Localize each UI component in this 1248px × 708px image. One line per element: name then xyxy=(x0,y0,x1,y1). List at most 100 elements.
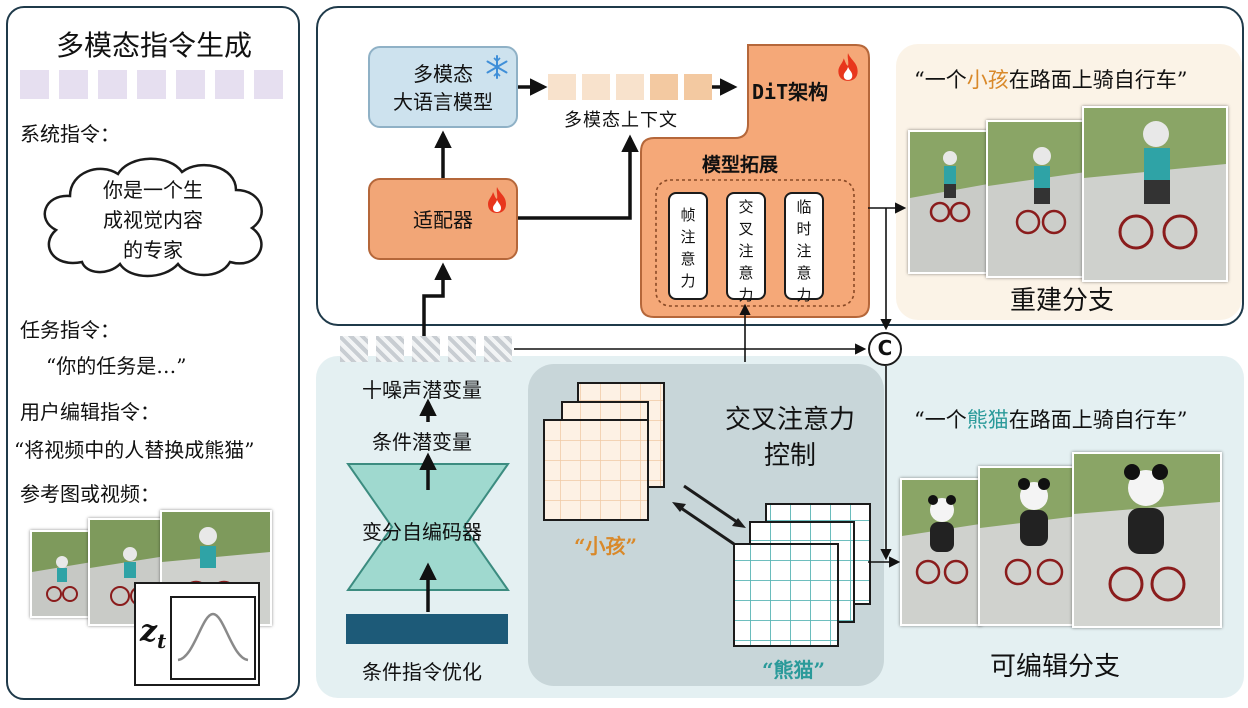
cross-title-line: 控制 xyxy=(763,441,816,471)
token xyxy=(20,70,49,99)
arrow-noise-to-adapter xyxy=(422,262,452,336)
cross-title-line: 交叉注意力 xyxy=(724,405,855,435)
task-instruction-quote: “你的任务是…” xyxy=(46,354,187,378)
attn-char: 注 xyxy=(680,228,696,246)
mllm-line: 多模态 xyxy=(413,62,473,86)
cloud-line: 的专家 xyxy=(123,238,183,262)
context-token xyxy=(650,74,678,100)
edit-caption-prefix: “一个 xyxy=(914,408,967,432)
temporal-attention-card: 临 时 注 意 力 xyxy=(784,192,824,304)
cond-bar xyxy=(346,614,508,644)
edit-caption-highlight: 熊猫 xyxy=(966,408,1009,432)
attn-char: 力 xyxy=(796,286,812,304)
panda-frame xyxy=(1072,452,1222,628)
recon-frame xyxy=(1082,106,1228,282)
token xyxy=(59,70,88,99)
user-instruction-label: 用户编辑指令： xyxy=(20,400,160,424)
panda-attention-maps xyxy=(733,503,871,647)
attn-card-text: 帧 注 意 力 xyxy=(670,204,706,292)
mllm-label: 多模态 大语言模型 xyxy=(370,60,516,116)
attn-char: 意 xyxy=(796,264,812,282)
edit-branch-label: 可编辑分支 xyxy=(990,652,1121,682)
mllm-box: 多模态 大语言模型 xyxy=(368,46,518,128)
attn-char: 临 xyxy=(796,198,812,216)
recon-frame xyxy=(908,130,990,274)
token xyxy=(254,70,283,99)
latent-symbol-z: z xyxy=(140,614,158,649)
cloud-line: 你是一个生 xyxy=(103,178,203,202)
vae-label: 变分自编码器 xyxy=(362,520,482,544)
token xyxy=(176,70,205,99)
attn-char: 帧 xyxy=(680,206,696,224)
cond-opt-label: 条件指令优化 xyxy=(362,660,482,684)
mllm-line: 大语言模型 xyxy=(393,90,493,114)
attn-card-text: 临 时 注 意 力 xyxy=(786,196,822,306)
token xyxy=(137,70,166,99)
latent-distribution-box: zt xyxy=(134,582,260,686)
gaussian-curve-icon xyxy=(170,596,256,680)
attn-char: 注 xyxy=(738,242,754,260)
system-instruction-label: 系统指令： xyxy=(20,122,120,146)
context-token xyxy=(684,74,712,100)
cond-latent-label: 条件潜变量 xyxy=(372,430,472,454)
cloud-line: 成视觉内容 xyxy=(103,208,203,232)
vae-hourglass xyxy=(346,463,510,591)
attn-char: 时 xyxy=(796,220,812,238)
attn-char: 意 xyxy=(680,250,696,268)
task-instruction-label: 任务指令： xyxy=(20,318,120,342)
child-attention-maps xyxy=(543,382,665,521)
flame-icon xyxy=(488,187,506,213)
attn-card-text: 交 叉 注 意 力 xyxy=(728,196,764,306)
noise-latent-label: 十噪声潜变量 xyxy=(362,378,482,402)
cross-attention-title: 交叉注意力 控制 xyxy=(710,402,870,474)
noise-tokens xyxy=(340,336,514,364)
attn-char: 意 xyxy=(738,264,754,282)
attn-char: 力 xyxy=(738,286,754,304)
latent-symbol: zt xyxy=(140,614,166,653)
flame-icon xyxy=(838,53,858,81)
recon-branch-label: 重建分支 xyxy=(1010,286,1115,316)
reference-label: 参考图或视频： xyxy=(20,482,160,506)
noise-token xyxy=(412,336,440,362)
concat-symbol: C xyxy=(877,336,893,360)
adapter-label: 适配器 xyxy=(413,208,473,232)
snowflake-icon xyxy=(486,55,508,79)
token xyxy=(215,70,244,99)
context-label: 多模态上下文 xyxy=(564,110,678,131)
concat-node: C xyxy=(868,332,902,366)
recon-caption-prefix: “一个 xyxy=(914,68,967,92)
swap-arrows xyxy=(672,484,746,546)
cross-attention-card: 交 叉 注 意 力 xyxy=(726,192,766,304)
attn-char: 交 xyxy=(738,198,754,216)
noise-token xyxy=(340,336,368,362)
cloud-icon xyxy=(43,157,263,278)
left-title: 多模态指令生成 xyxy=(55,29,252,62)
edit-caption-suffix: 在路面上骑自行车” xyxy=(1008,408,1188,432)
arrow-adapter-to-context xyxy=(518,134,639,220)
user-instruction-quote: “将视频中的人替换成熊猫” xyxy=(14,438,255,462)
noise-token xyxy=(484,336,512,362)
recon-caption-suffix: 在路面上骑自行车” xyxy=(1008,68,1188,92)
recon-frame xyxy=(986,120,1088,278)
reference-frame xyxy=(30,530,94,618)
recon-caption: “一个小孩在路面上骑自行车” xyxy=(914,64,1188,94)
panda-label: “熊猫” xyxy=(762,658,826,682)
latent-subscript: t xyxy=(157,629,167,653)
panda-frame xyxy=(900,478,982,626)
context-token xyxy=(616,74,644,100)
instruction-tokens xyxy=(20,70,290,100)
token xyxy=(98,70,127,99)
attn-char: 注 xyxy=(796,242,812,260)
noise-token xyxy=(376,336,404,362)
edit-caption: “一个熊猫在路面上骑自行车” xyxy=(914,404,1188,434)
attn-char: 叉 xyxy=(738,220,754,238)
context-token xyxy=(582,74,610,100)
attn-char: 力 xyxy=(680,272,696,290)
context-token xyxy=(548,74,576,100)
context-tokens xyxy=(548,74,712,100)
cloud-text: 你是一个生 成视觉内容 的专家 xyxy=(73,175,233,265)
recon-caption-highlight: 小孩 xyxy=(966,68,1009,92)
dit-label: DiT架构 xyxy=(752,80,829,104)
model-expand-label: 模型拓展 xyxy=(702,154,779,176)
